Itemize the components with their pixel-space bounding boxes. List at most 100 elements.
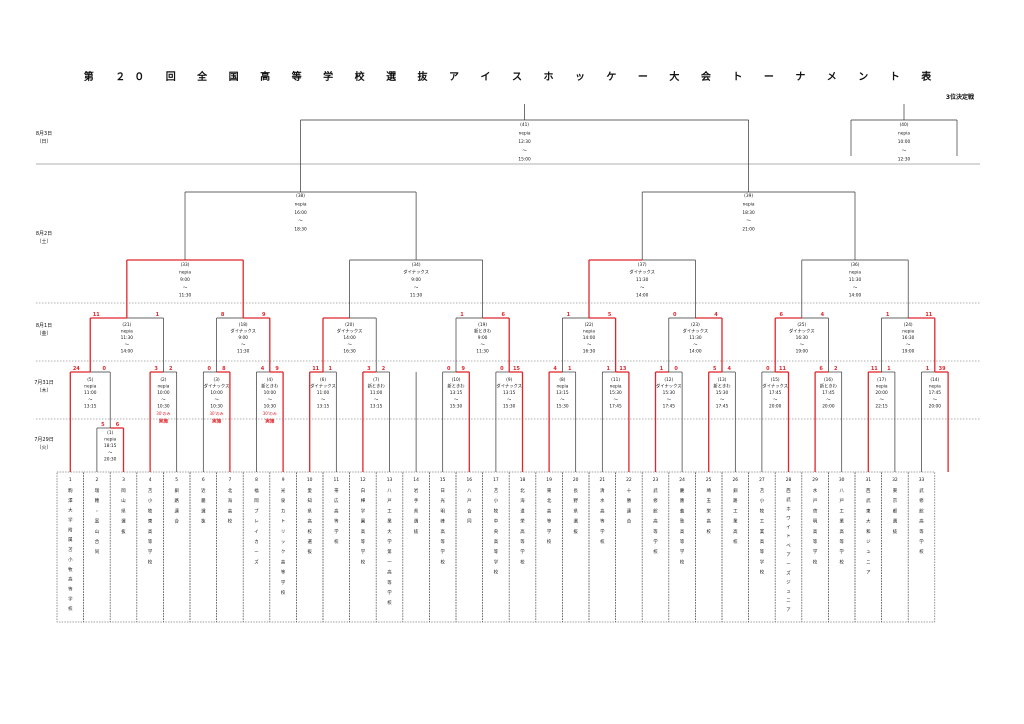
team-name-17-char: 等 [494, 548, 499, 555]
match-m22-line-3: 〜 [587, 343, 592, 348]
team-name-8-char: ズ [254, 558, 259, 565]
team-box-16 [455, 471, 483, 623]
team-box-2 [83, 471, 111, 623]
team-box-11 [322, 471, 350, 623]
team-box-17 [482, 471, 510, 623]
team-name-10-char: 高 [307, 518, 312, 525]
team-name-18-char: 道 [520, 507, 525, 514]
team-name-24-char: 義 [680, 507, 685, 514]
score-s24-right: 11 [925, 312, 932, 318]
team-number-5: 5 [175, 477, 178, 483]
match-m4-note: 30'のみ [263, 410, 277, 416]
match-m37-line-2: 11:30 [636, 277, 649, 283]
team-name-11-char: 帯 [334, 487, 339, 494]
match-m2-line-4: 10:30 [157, 403, 170, 409]
team-name-29-char: 水 [813, 487, 818, 494]
team-box-31 [854, 471, 882, 623]
team-name-29-char: 明 [813, 519, 818, 525]
team-box-33 [907, 471, 936, 623]
team-name-4-char: 校 [148, 558, 153, 565]
team-name-1-char: 校 [68, 605, 73, 612]
match-m17-line-1: nepia [876, 384, 888, 390]
team-number-32: 32 [892, 477, 898, 483]
match-m23-line-0: (23) [691, 322, 700, 328]
match-m20-line-0: (20) [345, 322, 354, 328]
team-name-24-char: 應 [680, 497, 685, 504]
score-s5-right: 9 [275, 366, 279, 372]
team-number-17: 17 [493, 477, 499, 483]
team-name-13-char: 一 [387, 560, 392, 565]
team-name-5-char: 連 [174, 507, 179, 514]
team-name-9-char: 光 [281, 487, 286, 494]
match-m39-line-1: nepia [743, 201, 755, 207]
match-m39-line-0: (39) [744, 193, 753, 199]
match-m9-line-3: 〜 [507, 398, 512, 403]
team-name-2-char: 富 [95, 518, 100, 525]
match-m11-line-4: 17:45 [609, 403, 622, 409]
team-number-27: 27 [759, 477, 765, 483]
team-name-28-char: ニ [786, 598, 790, 604]
team-name-8-char: カ [254, 539, 258, 545]
team-name-16-char: 戸 [467, 498, 472, 504]
team-name-18-char: 北 [520, 487, 525, 494]
match-m19-line-2: 9:00 [478, 335, 488, 341]
team-number-26: 26 [733, 477, 739, 483]
team-name-19-char: 東 [547, 487, 552, 494]
score-s13-left: 5 [713, 366, 717, 372]
team-name-1-char: 学 [68, 595, 73, 602]
match-m40-line-2: 10:00 [898, 139, 911, 145]
team-name-28-char: 西 [786, 488, 791, 494]
team-number-22: 22 [626, 477, 632, 483]
match-m17-line-2: 20:00 [875, 390, 888, 396]
team-name-2-char: 瑞 [95, 487, 100, 494]
team-name-18-char: 高 [520, 528, 525, 535]
date-label-aug2: 8月2日（土） [35, 231, 53, 245]
team-name-30-char: 業 [839, 518, 844, 525]
team-name-2-char: 山 [95, 528, 99, 535]
score-s12-right: 0 [674, 366, 678, 372]
team-name-30-char: 工 [839, 508, 844, 514]
match-m3-line-1: ダイナックス [204, 383, 230, 390]
match-m41-line-3: 〜 [522, 149, 527, 154]
team-name-29-char: 校 [813, 558, 818, 565]
team-name-4-char: 牧 [148, 507, 153, 514]
match-m1-line-2: 18:15 [104, 443, 117, 449]
team-name-27-char: 牧 [760, 507, 765, 514]
team-name-16-char: 合 [467, 507, 472, 514]
match-m39-line-2: 18:30 [742, 210, 755, 216]
match-m2-line-2: 10:00 [157, 390, 170, 396]
team-number-11: 11 [334, 477, 340, 483]
team-name-10-char: 愛 [307, 487, 312, 494]
team-name-25-char: 高 [706, 518, 711, 525]
team-number-29: 29 [812, 477, 818, 483]
team-name-15-char: 明 [440, 508, 445, 514]
team-name-9-char: リ [281, 530, 285, 535]
score-s9-right: 15 [513, 366, 520, 372]
team-number-10: 10 [307, 477, 313, 483]
team-name-10-char: 知 [307, 497, 311, 504]
team-name-23-char: 修 [653, 497, 658, 504]
team-name-13-char: 学 [387, 538, 392, 545]
team-name-32-char: 都 [893, 508, 898, 514]
team-name-28-char: ー [786, 562, 790, 567]
match-m15-line-3: 〜 [773, 398, 778, 403]
team-number-13: 13 [387, 477, 393, 483]
match-m9-line-2: 13:15 [503, 390, 516, 396]
team-number-8: 8 [255, 477, 258, 483]
team-box-20 [562, 471, 590, 623]
match-m23-line-1: ダイナックス [683, 328, 709, 335]
score-s3-left: 3 [154, 366, 158, 372]
score-s20-right: 6 [501, 312, 505, 318]
team-name-28-char: 武 [786, 496, 791, 503]
team-box-28 [774, 471, 803, 623]
team-name-27-char: 等 [760, 548, 765, 555]
team-name-26-char: 高 [733, 528, 738, 535]
match-m13-line-2: 15:30 [716, 390, 729, 396]
team-name-15-char: 光 [440, 497, 445, 504]
match-m3-note: 30'のみ [209, 410, 223, 416]
team-name-27-char: 小 [760, 497, 765, 504]
match-m5-line-2: 11:00 [84, 390, 97, 396]
match-m15-line-1: ダイナックス [762, 383, 788, 390]
match-m4-line-2: 10:00 [264, 390, 277, 396]
match-m15-line-0: (15) [771, 377, 780, 383]
